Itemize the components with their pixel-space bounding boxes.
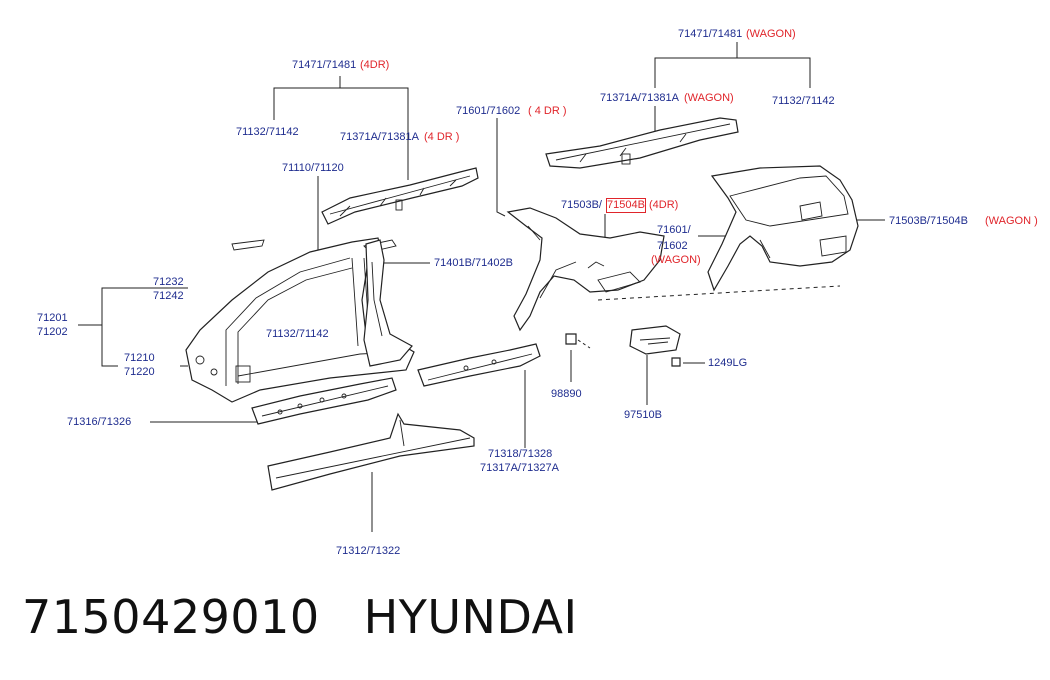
label-71202: 71202 [37,326,68,338]
fuel-filler-housing [629,325,681,355]
screw-1249lg [671,357,681,367]
label-71110-71120: 71110/71120 [282,162,344,174]
footer-caption: 7150429010 HYUNDAI [22,590,578,660]
label-71601-71602-4dr: 71601/71602 [456,105,521,117]
roof-rail-4dr [321,167,479,225]
label-98890: 98890 [551,388,582,400]
label-71317a-71327a: 71317A/71327A [480,462,559,474]
quarter-panel-4dr [506,207,665,332]
label-71601-wagon: 71601/ [657,224,691,236]
label-71471-71481-wagon: 71471/71481 [678,28,743,40]
label-variant-wagon-d: (WAGON ) [985,215,1038,227]
label-71471-71481-4dr: 71471/71481 [292,59,357,71]
diagram-drawing [78,42,885,532]
brand-name: HYUNDAI [363,590,578,644]
b-pillar [363,239,413,367]
label-71503b-4dr: 71503B/ [561,199,602,211]
label-71316-71326: 71316/71326 [67,416,132,428]
label-71242: 71242 [153,290,184,302]
rocker-rear [417,343,541,387]
label-97510b: 97510B [624,409,662,421]
parts-diagram: 71471/71481 (4DR) 71132/71142 71371A/713… [37,28,1038,557]
label-71503b-71504b-wagon: 71503B/71504B [889,215,968,227]
label-71401b-71402b: 71401B/71402B [434,257,513,269]
roof-rail-wagon [545,117,739,169]
label-71232: 71232 [153,276,184,288]
part-number: 7150429010 [22,590,320,644]
clip-98890 [565,333,577,345]
label-71220: 71220 [124,366,155,378]
rocker-inner [251,377,397,425]
label-71132-71142-right: 71132/71142 [772,95,835,107]
label-variant-4dr: (4DR) [360,59,390,71]
label-71312-71322: 71312/71322 [336,545,401,557]
label-71371a-71381a-left: 71371A/71381A [340,131,419,143]
label-71504b-highlighted: 71504B [606,198,646,213]
label-variant-wagon-c: (WAGON) [651,254,701,266]
label-71210: 71210 [124,352,155,364]
label-variant-4dr-c: ( 4 DR ) [528,105,567,117]
label-1249lg: 1249LG [708,357,748,369]
label-variant-4dr-b: (4 DR ) [424,131,460,143]
label-71371a-71381a-wagon: 71371A/71381A [600,92,679,104]
leader-lines [78,42,885,532]
label-variant-wagon-b: (WAGON) [684,92,734,104]
label-variant-wagon-a: (WAGON) [746,28,796,40]
label-71318-71328: 71318/71328 [488,448,553,460]
quarter-panel-wagon [707,165,859,292]
label-71132-71142-mid: 71132/71142 [266,328,329,340]
label-71602-wagon: 71602 [657,240,688,252]
label-71201: 71201 [37,312,68,324]
label-variant-4dr-d: (4DR) [649,199,679,211]
side-sill [267,412,475,491]
label-71132-71142-left: 71132/71142 [236,126,299,138]
